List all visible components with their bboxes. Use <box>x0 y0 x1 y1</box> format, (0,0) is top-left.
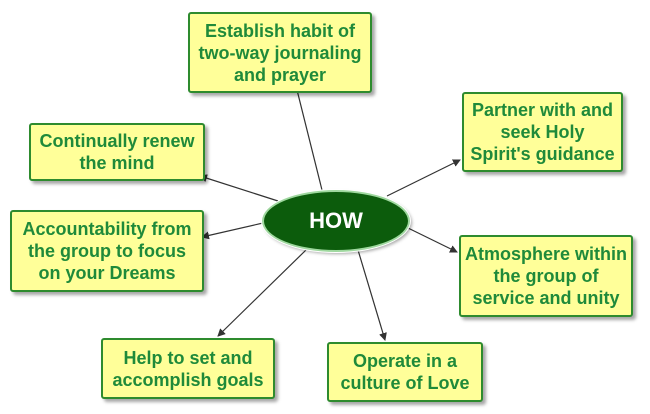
node-love-label: Operate in a culture of Love <box>340 351 470 393</box>
node-accountability-label: Accountability from the group to focus o… <box>22 219 192 283</box>
connector-renew-mind <box>199 174 279 202</box>
connector-holy-spirit <box>386 159 461 197</box>
connector-love <box>357 249 387 341</box>
connector-goals <box>217 249 307 337</box>
node-holy-spirit: Partner with and seek Holy Spirit's guid… <box>462 92 623 172</box>
connector-atmosphere <box>407 227 458 253</box>
connector-accountability <box>201 222 264 240</box>
node-renew-mind-label: Continually renew the mind <box>39 131 195 173</box>
connector-journaling <box>292 81 323 191</box>
node-journaling: Establish habit of two-way journaling an… <box>188 12 372 93</box>
node-atmosphere-label: Atmosphere within the group of service a… <box>465 244 628 308</box>
node-atmosphere: Atmosphere within the group of service a… <box>459 235 633 317</box>
node-journaling-label: Establish habit of two-way journaling an… <box>198 20 362 85</box>
node-goals-label: Help to set and accomplish goals <box>112 347 264 390</box>
node-accountability: Accountability from the group to focus o… <box>10 210 204 292</box>
center-node-label: HOW <box>309 208 363 233</box>
node-renew-mind: Continually renew the mind <box>29 123 205 181</box>
center-node-how: HOW <box>262 190 410 252</box>
node-love: Operate in a culture of Love <box>327 342 483 402</box>
node-holy-spirit-label: Partner with and seek Holy Spirit's guid… <box>470 100 615 164</box>
node-goals: Help to set and accomplish goals <box>101 338 275 399</box>
